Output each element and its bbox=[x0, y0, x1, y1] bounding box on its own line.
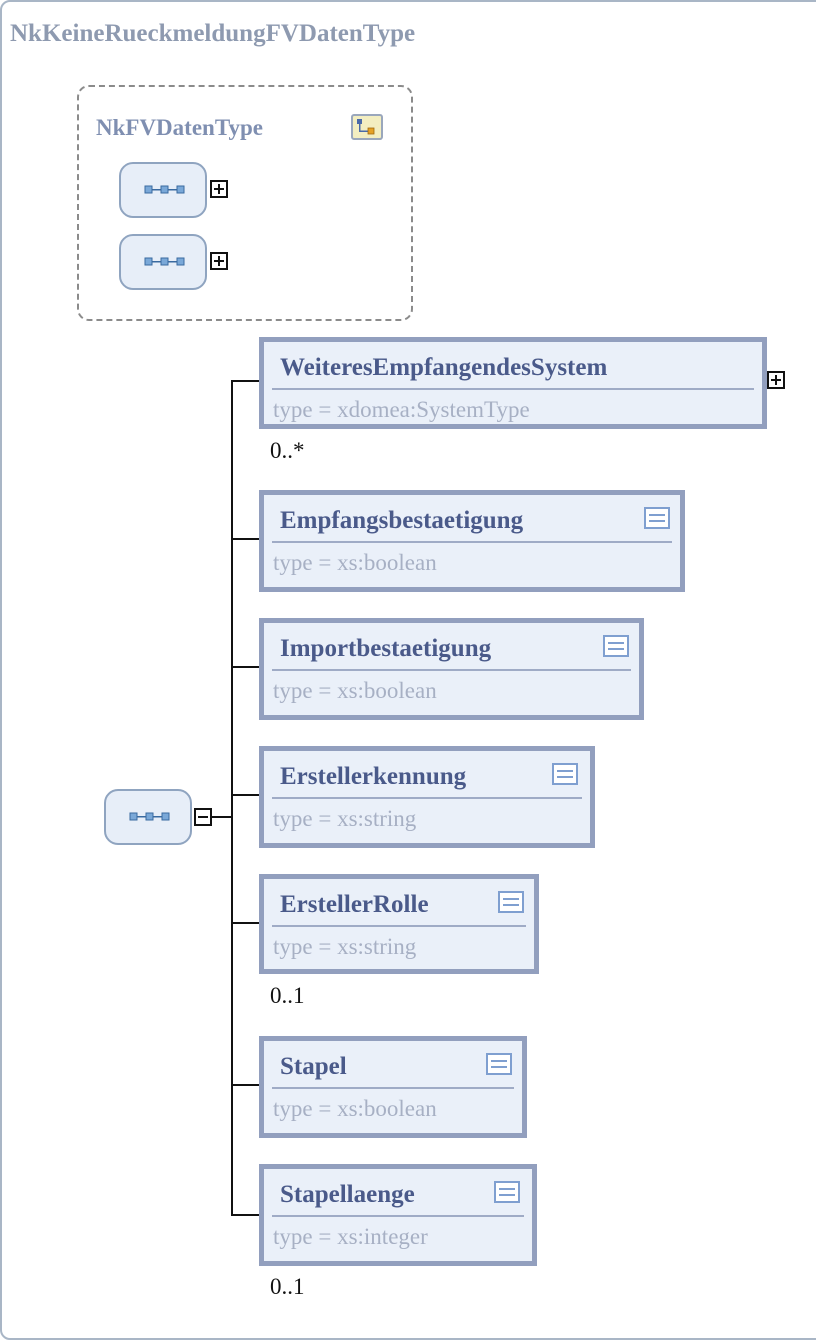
element-box[interactable]: Stapel type = xs:boolean bbox=[259, 1036, 527, 1138]
element-name: WeiteresEmpfangendesSystem bbox=[280, 354, 608, 381]
element-box[interactable]: ErstellerRolle type = xs:string bbox=[259, 874, 539, 974]
sequence-compositor-2[interactable] bbox=[119, 234, 207, 290]
connector-line bbox=[212, 816, 233, 818]
element-name: Importbestaetigung bbox=[280, 635, 492, 662]
element-box[interactable]: WeiteresEmpfangendesSystem type = xdomea… bbox=[259, 337, 767, 429]
element-type: type = xs:integer bbox=[273, 1224, 428, 1249]
element-type: type = xs:boolean bbox=[273, 678, 437, 703]
connector-line bbox=[231, 1084, 261, 1086]
cardinality-label: 0..* bbox=[270, 438, 305, 463]
expand-icon[interactable] bbox=[767, 371, 785, 389]
element-type: type = xdomea:SystemType bbox=[273, 397, 530, 422]
documentation-icon bbox=[552, 763, 578, 785]
connector-line bbox=[231, 666, 261, 668]
element-box[interactable]: Empfangsbestaetigung type = xs:boolean bbox=[259, 490, 685, 592]
element-box[interactable]: Stapellaenge type = xs:integer bbox=[259, 1164, 537, 1266]
sequence-compositor-1[interactable] bbox=[119, 162, 207, 218]
documentation-icon bbox=[494, 1181, 520, 1203]
documentation-icon bbox=[644, 507, 670, 529]
documentation-icon bbox=[603, 635, 629, 657]
cardinality-label: 0..1 bbox=[270, 1274, 305, 1299]
connector-line bbox=[231, 794, 261, 796]
element-divider bbox=[272, 669, 631, 671]
connector-line bbox=[231, 380, 233, 1216]
element-box[interactable]: Importbestaetigung type = xs:boolean bbox=[259, 618, 644, 720]
element-box[interactable]: Erstellerkennung type = xs:string bbox=[259, 746, 595, 848]
documentation-icon bbox=[486, 1053, 512, 1075]
documentation-icon bbox=[498, 891, 524, 913]
element-divider bbox=[272, 925, 526, 927]
connector-line bbox=[231, 922, 261, 924]
connector-line bbox=[231, 538, 261, 540]
expand-icon[interactable] bbox=[210, 180, 228, 198]
element-divider bbox=[272, 541, 672, 543]
complex-type-icon bbox=[351, 114, 383, 140]
element-name: Erstellerkennung bbox=[280, 763, 467, 790]
element-type: type = xs:string bbox=[273, 934, 417, 959]
element-name: ErstellerRolle bbox=[280, 891, 429, 918]
sequence-compositor-main[interactable] bbox=[104, 789, 192, 845]
expand-icon[interactable] bbox=[210, 252, 228, 270]
element-divider bbox=[272, 1215, 524, 1217]
element-name: Stapel bbox=[280, 1053, 347, 1080]
base-type-title: NkFVDatenType bbox=[96, 115, 263, 140]
element-name: Empfangsbestaetigung bbox=[280, 507, 524, 534]
connector-line bbox=[231, 1214, 261, 1216]
element-divider bbox=[272, 797, 582, 799]
element-name: Stapellaenge bbox=[280, 1181, 415, 1208]
collapse-icon[interactable] bbox=[194, 808, 212, 826]
element-type: type = xs:string bbox=[273, 806, 417, 831]
element-type: type = xs:boolean bbox=[273, 550, 437, 575]
cardinality-label: 0..1 bbox=[270, 983, 305, 1008]
complex-type-title: NkKeineRueckmeldungFVDatenType bbox=[10, 20, 416, 47]
element-divider bbox=[272, 388, 754, 390]
element-divider bbox=[272, 1087, 514, 1089]
element-type: type = xs:boolean bbox=[273, 1096, 437, 1121]
connector-line bbox=[231, 380, 261, 382]
base-type-group: NkFVDatenType bbox=[77, 85, 413, 321]
